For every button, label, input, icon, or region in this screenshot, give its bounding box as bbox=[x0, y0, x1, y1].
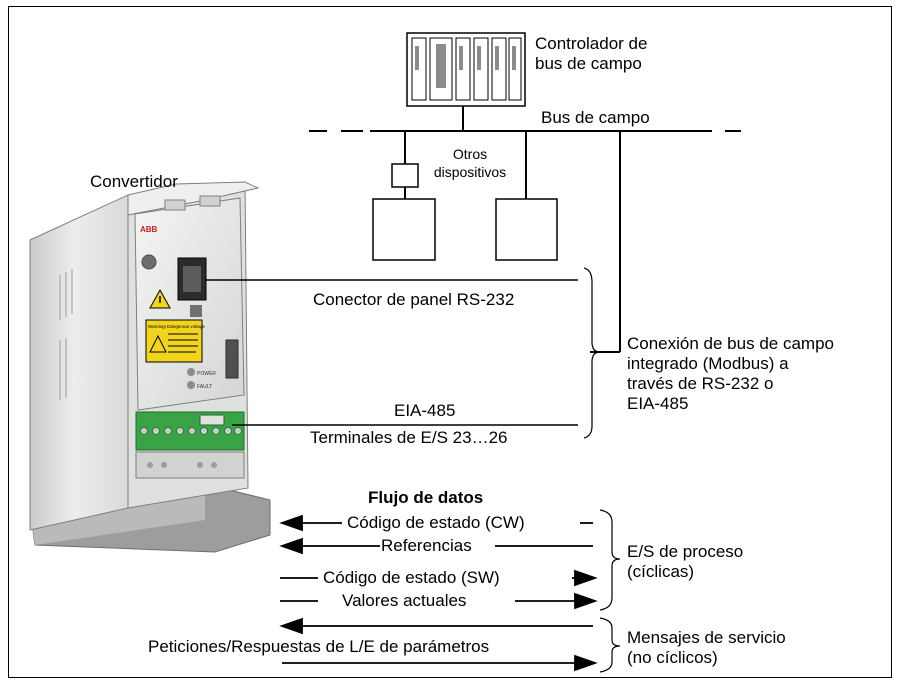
other-devices-label-line2: dispositivos bbox=[433, 164, 507, 180]
process-io-bracket bbox=[599, 509, 621, 611]
eia485-label: EIA-485 bbox=[394, 401, 456, 420]
actual-values-label: Valores actuales bbox=[342, 591, 467, 610]
embedded-connection-line3: través de RS-232 o bbox=[627, 374, 774, 393]
other-device-adapter bbox=[391, 163, 419, 188]
process-io-label-line1: E/S de proceso bbox=[627, 542, 744, 561]
diagram-frame bbox=[8, 6, 892, 678]
fieldbus-label: Bus de campo bbox=[541, 108, 650, 127]
panel-connector-label: Conector de panel RS-232 bbox=[313, 290, 515, 309]
fieldbus-controller bbox=[406, 32, 526, 107]
service-messages-label-line2: (no cíclicos) bbox=[627, 648, 718, 667]
drive-connection-lines bbox=[206, 279, 578, 426]
embedded-connection-line1: Conexión de bus de campo bbox=[627, 334, 834, 353]
other-devices-label-line1: Otros bbox=[452, 146, 488, 162]
controller-label-line1: Controlador de bbox=[535, 34, 648, 53]
drive-brand: ABB bbox=[140, 225, 158, 234]
io-terminals-label: Terminales de E/S 23…26 bbox=[310, 428, 508, 447]
led-fault-label: FAULT bbox=[197, 384, 212, 390]
drive-image bbox=[29, 181, 271, 553]
drive-warning-label: Warning! Dangerous voltage bbox=[148, 324, 205, 329]
control-word-label: Código de estado (CW) bbox=[347, 513, 525, 532]
led-power-label: POWER bbox=[197, 371, 216, 377]
fieldbus-lines bbox=[309, 106, 741, 353]
embedded-connection-line2: integrado (Modbus) a bbox=[627, 354, 789, 373]
controller-label-line2: bus de campo bbox=[535, 54, 642, 73]
data-flow-heading: Flujo de datos bbox=[368, 488, 484, 507]
references-label: Referencias bbox=[381, 536, 472, 555]
embedded-connection-line4: EIA-485 bbox=[627, 394, 689, 413]
param-rw-label: Peticiones/Respuestas de L/E de parámetr… bbox=[148, 637, 490, 656]
connector-brace bbox=[583, 267, 601, 439]
process-io-label-line2: (cíclicas) bbox=[627, 562, 695, 581]
service-messages-label-line1: Mensajes de servicio bbox=[627, 628, 786, 647]
drive-label: Convertidor bbox=[90, 172, 178, 191]
status-word-label: Código de estado (SW) bbox=[323, 568, 500, 587]
other-device-1 bbox=[372, 198, 436, 261]
data-flow-arrows bbox=[279, 514, 598, 672]
other-device-2 bbox=[495, 198, 558, 261]
service-messages-bracket bbox=[599, 617, 621, 673]
